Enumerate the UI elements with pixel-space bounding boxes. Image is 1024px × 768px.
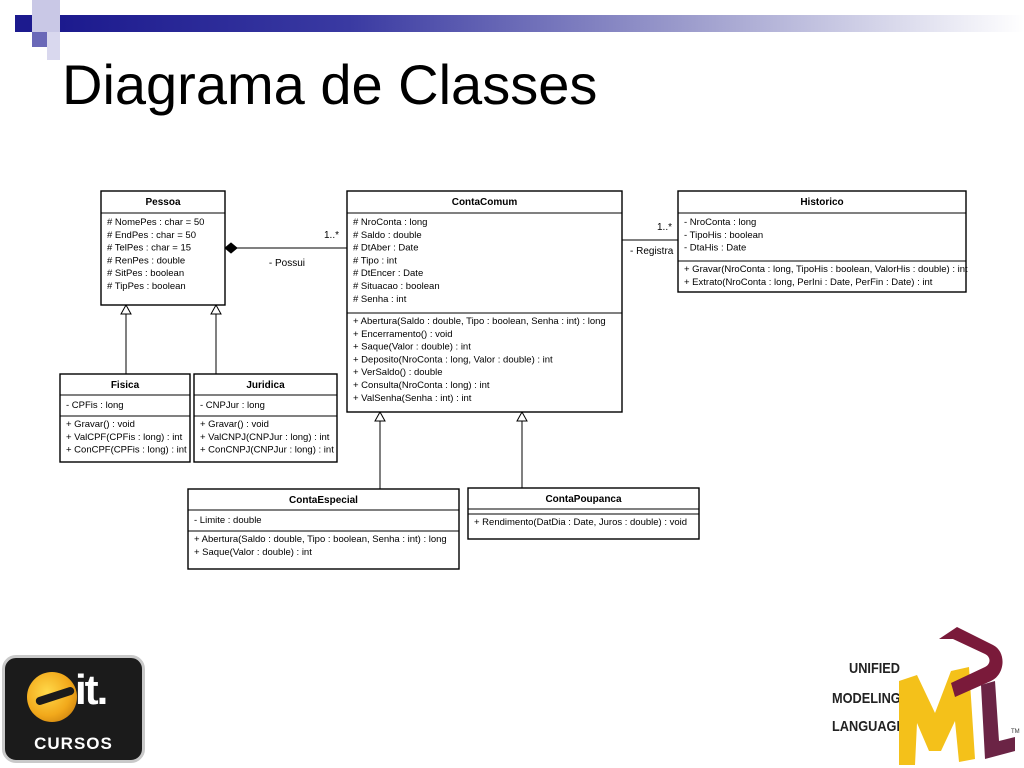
class-operation: + ValCNPJ(CNPJur : long) : int (200, 432, 330, 443)
class-operation: + ConCPF(CPFis : long) : int (66, 445, 187, 456)
class-attribute: # RenPes : double (107, 255, 185, 266)
class-historico: Historico - NroConta : long - TipoHis : bo… (677, 190, 968, 293)
it-logo-caption: CURSOS (34, 734, 113, 753)
association-possui-role: - Possui (269, 258, 305, 269)
class-pessoa: Pessoa # NomePes : char = 50 # EndPes : ch… (100, 190, 226, 306)
class-box (193, 373, 338, 463)
class-attribute: # Tipo : int (353, 255, 397, 266)
class-attribute: # SitPes : boolean (107, 268, 184, 279)
class-name: Historico (800, 197, 843, 208)
class-attribute: - DtaHis : Date (684, 243, 746, 254)
class-name: ContaPoupanca (545, 494, 622, 505)
generalization-arrow-icon (120, 303, 132, 315)
class-box (100, 190, 226, 306)
class-conta-poupanca: ContaPoupanca + Rendimento(DatDia : Date,… (467, 487, 700, 540)
header-square-light (32, 0, 60, 32)
class-attribute: # Situacao : boolean (353, 281, 440, 292)
class-operation: + Extrato(NroConta : long, PerIni : Date… (684, 277, 933, 288)
class-box (187, 488, 460, 570)
slide-title: Diagrama de Classes (62, 53, 598, 116)
header-square-dark (15, 15, 32, 32)
uml-logo-line-2: MODELING (832, 690, 901, 707)
class-operation: + Consulta(NroConta : long) : int (353, 380, 490, 391)
header-square-pale (47, 32, 60, 60)
class-name: Fisica (111, 380, 140, 391)
class-attribute: - TipoHis : boolean (684, 230, 763, 241)
class-operation: + ConCNPJ(CNPJur : long) : int (200, 445, 334, 456)
class-attribute: # TipPes : boolean (107, 281, 186, 292)
header-square-mid (32, 32, 47, 47)
class-operation: + ValSenha(Senha : int) : int (353, 393, 472, 404)
class-operation: + VerSaldo() : double (353, 367, 443, 378)
class-box (346, 190, 623, 413)
uml-logo-icon: TM (899, 627, 1020, 765)
header-bar (60, 15, 1024, 32)
class-juridica: Juridica - CNPJur : long + Gravar() : void… (193, 373, 338, 463)
uml-logo-u-shape (939, 627, 1003, 697)
class-operation: + Abertura(Saldo : double, Tipo : boolea… (194, 534, 447, 545)
generalization-arrow-icon (374, 410, 386, 422)
relationships: - Possui 1..* - Registra 1..* (120, 222, 678, 489)
class-attribute: # DtEncer : Date (353, 268, 423, 279)
class-attribute: - CNPJur : long (200, 400, 265, 411)
class-name: Juridica (246, 380, 285, 391)
it-logo-mark-icon (27, 672, 77, 722)
class-operation: + Abertura(Saldo : double, Tipo : boolea… (353, 316, 606, 327)
uml-logo-tm: TM (1011, 729, 1020, 735)
class-operation: + Saque(Valor : double) : int (194, 547, 312, 558)
association-registra-role: - Registra (630, 246, 674, 257)
association-registra-multiplicity: 1..* (657, 222, 672, 233)
class-operation: + Encerramento() : void (353, 329, 453, 340)
class-box (677, 190, 967, 293)
association-possui-multiplicity: 1..* (324, 230, 339, 241)
generalization-arrow-icon (516, 410, 528, 422)
classes: Pessoa # NomePes : char = 50 # EndPes : ch… (59, 190, 968, 570)
class-attribute: - Limite : double (194, 515, 262, 526)
class-attribute: - NroConta : long (684, 217, 756, 228)
class-attribute: # Saldo : double (353, 230, 422, 241)
class-name: ContaComum (452, 197, 518, 208)
class-name: ContaEspecial (289, 495, 358, 506)
class-operation: + Deposito(NroConta : long, Valor : doub… (353, 354, 553, 365)
composition-diamond-icon (224, 242, 238, 254)
class-operation: + Gravar(NroConta : long, TipoHis : bool… (684, 264, 968, 275)
class-operation: + Gravar() : void (66, 419, 135, 430)
generalization-arrow-icon (210, 303, 222, 315)
uml-logo-l-shape (981, 681, 1015, 759)
class-name: Pessoa (145, 197, 180, 208)
class-attribute: - CPFis : long (66, 400, 124, 411)
class-attribute: # Senha : int (353, 294, 407, 305)
class-conta-especial: ContaEspecial - Limite : double + Abertura… (187, 488, 460, 570)
class-operation: + Saque(Valor : double) : int (353, 342, 471, 353)
class-operation: + ValCPF(CPFis : long) : int (66, 432, 183, 443)
uml-logo-line-3: LANGUAGE (832, 718, 905, 735)
class-attribute: # NomePes : char = 50 (107, 217, 204, 228)
class-operation: + Rendimento(DatDia : Date, Juros : doub… (474, 517, 687, 528)
class-box (59, 373, 191, 463)
class-fisica: Fisica - CPFis : long + Gravar() : void + V… (59, 373, 191, 463)
it-logo-text: it. (75, 666, 108, 713)
class-attribute: # DtAber : Date (353, 243, 418, 254)
uml-logo-line-1: UNIFIED (849, 660, 900, 677)
class-attribute: # TelPes : char = 15 (107, 243, 191, 254)
class-conta-comum: ContaComum # NroConta : long # Saldo : dou… (346, 190, 623, 413)
class-attribute: # EndPes : char = 50 (107, 230, 196, 241)
class-attribute: # NroConta : long (353, 217, 427, 228)
it-cursos-logo: it. CURSOS (2, 655, 145, 763)
class-operation: + Gravar() : void (200, 419, 269, 430)
